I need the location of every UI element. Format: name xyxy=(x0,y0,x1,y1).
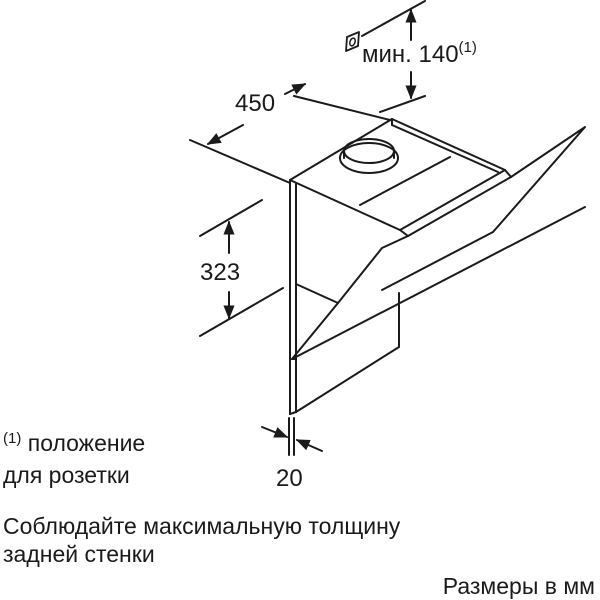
height-dimension-label: 323 xyxy=(200,259,241,286)
socket-extension-lines xyxy=(361,0,426,113)
power-socket-icon xyxy=(345,31,360,52)
socket-min-distance-label: мин. 140(1) xyxy=(362,39,477,68)
dimension-450-lines xyxy=(189,83,391,184)
footnote-marker: (1) xyxy=(3,430,22,447)
back-wall-notice: Соблюдайте максимальную толщину задней с… xyxy=(3,513,401,567)
dimension-323-lines xyxy=(199,199,284,337)
units-label: Размеры в мм xyxy=(442,573,595,599)
width-dimension-label: 450 xyxy=(235,90,276,117)
wall-gap-dimension-label: 20 xyxy=(276,465,303,492)
exhaust-outlet xyxy=(339,138,399,174)
footnote: (1) положение для розетки xyxy=(3,430,146,488)
footnote-ref: (1) xyxy=(458,39,477,56)
hood-body xyxy=(289,118,586,415)
dimension-20-lines xyxy=(261,417,323,456)
